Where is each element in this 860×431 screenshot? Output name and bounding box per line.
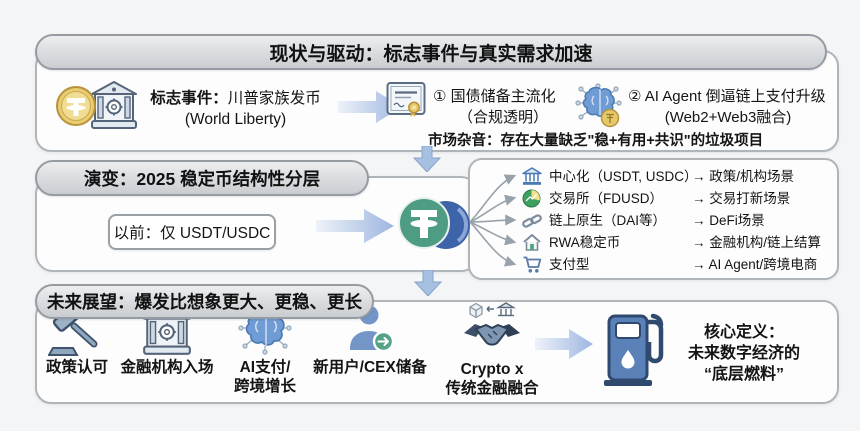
chain-link-icon [522,212,542,230]
core-definition-line3: “底层燃料” [703,366,784,383]
core-definition-line2: 未来数字经济的 [687,345,800,362]
layer-row-label: 链上原生（DAI等） [549,213,667,228]
rwa-house-icon [522,233,542,252]
driver-item-1-line2: （合规透明） [457,109,548,126]
layer-row-label: 中心化（USDT, USDC） [549,169,698,184]
market-noise-text: 市场杂音：存在大量缺乏"稳+有用+共识"的垃圾项目 [428,129,763,150]
landmark-event-label: 标志事件： [150,90,228,107]
layer-row-label: RWA稳定币 [549,235,621,250]
cart-icon [522,255,542,274]
future-driver-label: 政策认可 [45,359,108,376]
fuel-pump-icon [598,308,670,388]
market-noise-label: 市场杂音： [428,133,501,149]
institution-bank-icon [90,80,138,132]
driver-item-2-text: ② AI Agent 倒逼链上支付升级 (Web2+Web3融合) [628,86,828,128]
section-evolution-title-pill: 演变：2025 稳定币结构性分层 [35,160,369,196]
arrow-right-2 [316,208,396,244]
tether-gold-coin-icon [56,86,96,126]
layer-row-label: 交易所（FDUSD） [549,191,663,206]
future-driver-label: AI支付/ 跨境增长 [233,359,296,395]
landmark-event-text: 标志事件：川普家族发币 (World Liberty) [148,88,323,130]
landmark-event-name: 川普家族发币 [227,90,321,107]
layer-row-scene: → DeFi场景 [692,213,765,228]
certificate-icon [386,80,426,120]
core-definition-text: 核心定义： 未来数字经济的 “底层燃料” [660,322,828,385]
arrow-down-2 [414,270,442,296]
crypto-tradfi-icon [460,300,524,356]
tether-coin-pair-icon [396,194,474,254]
layer-row-scene: → 交易打新场景 [692,191,791,206]
arrow-down-1 [413,146,441,172]
fanout-arrows [462,160,524,274]
section-evolution-title: 演变：2025 稳定币结构性分层 [83,168,321,189]
layer-row-scene: → 金融机构/链上结算 [692,235,822,250]
arrow-right-3 [535,328,595,360]
market-noise-body: 存在大量缺乏"稳+有用+共识"的垃圾项目 [500,133,764,149]
layer-row-scene: → AI Agent/跨境电商 [692,257,818,272]
landmark-event-sub: (World Liberty) [184,111,287,128]
exchange-pie-icon [522,189,541,208]
driver-item-1-text: ① 国债储备主流化 （合规透明） [433,86,573,128]
before-usdt-usdc-box: 以前：仅 USDT/USDC [108,214,276,250]
arrow-right-1 [338,90,404,124]
future-driver-label: 新用户/CEX储备 [313,359,427,376]
ai-brain-coin-icon [574,82,624,128]
bank-icon [522,167,542,186]
core-definition-line1: 核心定义： [703,324,784,341]
layer-row-label: 支付型 [549,257,590,272]
section-future-title-pill: 未来展望：爆发比想象更大、更稳、更长 [35,284,374,319]
section-current-title-pill: 现状与驱动：标志事件与真实需求加速 [35,34,827,70]
driver-item-1-line1: ① 国债储备主流化 [433,88,556,105]
future-driver-label: 金融机构入场 [120,359,214,376]
section-current-title: 现状与驱动：标志事件与真实需求加速 [269,43,593,65]
driver-item-2-line2: (Web2+Web3融合) [664,109,792,126]
future-driver-label: Crypto x 传统金融融合 [445,361,539,397]
layer-row-scene: → 政策/机构场景 [692,169,795,184]
driver-item-2-line1: ② AI Agent 倒逼链上支付升级 [628,88,826,105]
before-usdt-usdc-text: 以前：仅 USDT/USDC [113,225,271,242]
section-future-title: 未来展望：爆发比想象更大、更稳、更长 [47,292,362,312]
